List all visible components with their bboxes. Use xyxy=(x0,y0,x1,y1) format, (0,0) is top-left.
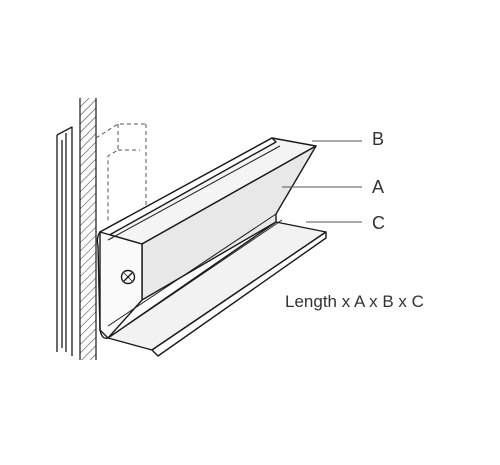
fold-line-bottom xyxy=(113,219,283,335)
dimension-label-b: B xyxy=(372,129,385,149)
dimension-label-c: C xyxy=(372,213,385,233)
hidden-profile-top xyxy=(95,123,146,139)
wall-section xyxy=(79,98,97,360)
wall-channel xyxy=(56,126,73,356)
fold-line-top xyxy=(107,145,281,241)
wall-channel-outline xyxy=(56,126,73,356)
bottom-lip xyxy=(151,231,327,357)
hidden-profile xyxy=(95,123,147,222)
dimension-formula: Length x A x B x C xyxy=(285,292,424,311)
dimension-label-a: A xyxy=(372,177,385,197)
leader-lines xyxy=(282,140,362,223)
hidden-profile-front xyxy=(107,124,119,222)
wall-hatch xyxy=(80,98,96,360)
fold-line-mid xyxy=(107,213,277,327)
screw-icon xyxy=(120,269,136,285)
front-return xyxy=(96,231,109,340)
c-profile xyxy=(96,137,327,357)
